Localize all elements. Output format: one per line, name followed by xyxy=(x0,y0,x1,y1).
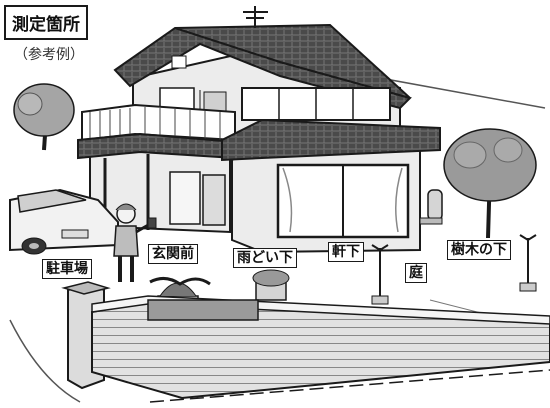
label-gutter: 雨どい下 xyxy=(233,248,297,268)
label-entrance: 玄関前 xyxy=(148,244,198,264)
house xyxy=(77,6,443,254)
back-boundary-line xyxy=(379,77,546,109)
measurement-stands xyxy=(371,234,537,305)
subtitle: （参考例） xyxy=(14,47,84,63)
label-eaves: 軒下 xyxy=(328,242,364,262)
left-tree xyxy=(13,83,75,151)
page-title: 測定箇所 xyxy=(4,5,88,40)
front-fence xyxy=(9,281,550,403)
car xyxy=(9,188,119,255)
label-tree: 樹木の下 xyxy=(447,240,511,260)
right-tree xyxy=(443,128,537,239)
label-garden: 庭 xyxy=(405,263,427,283)
person-measuring xyxy=(113,203,157,282)
label-parking: 駐車場 xyxy=(42,259,92,279)
